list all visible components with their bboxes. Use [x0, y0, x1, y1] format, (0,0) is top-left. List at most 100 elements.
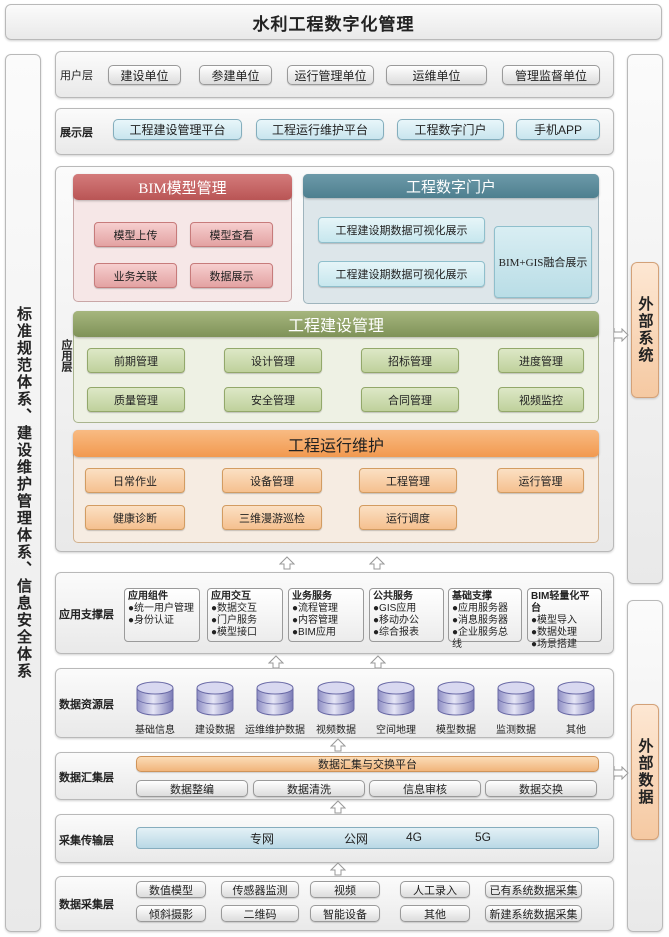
support-group-item: ●门户服务: [211, 615, 258, 626]
display-item: 手机APP: [516, 119, 600, 140]
acq-item: 倾斜摄影: [136, 905, 206, 922]
support-group-item: ●流程管理: [292, 603, 339, 614]
construction-title: 工程建设管理: [287, 318, 384, 335]
support-group-item: ●移动办公: [373, 615, 420, 626]
network-item: 5G: [475, 830, 492, 844]
up-arrow-icon: [370, 655, 386, 669]
support-group-item: ●模型接口: [211, 627, 258, 638]
display-item: 工程数字门户: [397, 119, 504, 140]
construction-item: 安全管理: [224, 387, 322, 412]
database-icon: [195, 681, 235, 717]
up-arrow-icon: [279, 556, 295, 570]
external-system-box: 外部系统: [631, 262, 659, 398]
external-system-label: 外部系统: [636, 296, 654, 364]
support-group-title: 公共服务: [373, 591, 413, 602]
operation-item: 设备管理: [222, 468, 322, 493]
network-item: 公网: [344, 832, 369, 846]
up-arrow-icon: [369, 556, 385, 570]
page-title: 水利工程数字化管理: [252, 14, 415, 34]
support-group-title: 业务服务: [292, 591, 332, 602]
support-group: 基础支撑 ●应用服务器 ●消息服务器 ●企业服务总线: [448, 588, 522, 650]
support-group-item: ●应用服务器: [452, 603, 509, 614]
operation-item: 健康诊断: [85, 505, 185, 530]
support-group-item: ●身份认证: [128, 615, 175, 626]
user-item: 运维单位: [386, 65, 487, 85]
support-group-item: ●GIS应用: [373, 603, 417, 614]
database-icon: [255, 681, 295, 717]
external-data-box: 外部数据: [631, 704, 659, 840]
bim-title: BIM模型管理: [138, 180, 227, 197]
support-group-item: ●数据处理: [531, 627, 578, 638]
construction-header: 工程建设管理: [73, 311, 599, 337]
database-icon: [556, 681, 596, 717]
operation-title: 工程运行维护: [287, 437, 384, 455]
user-item: 运行管理单位: [287, 65, 374, 85]
display-item: 工程运行维护平台: [256, 119, 384, 140]
network-item: 4G: [406, 830, 423, 844]
support-group-item: ●综合报表: [373, 627, 420, 638]
support-group: 应用交互 ●数据交互 ●门户服务 ●模型接口: [207, 588, 283, 642]
database-label: 运维维护数据: [245, 725, 305, 736]
portal-header: 工程数字门户: [303, 174, 599, 198]
collect-item: 信息审核: [369, 780, 481, 797]
database-icon: [316, 681, 356, 717]
construction-item: 前期管理: [87, 348, 185, 373]
database-label: 视频数据: [316, 725, 356, 736]
portal-item: 工程建设期数据可视化展示: [318, 261, 485, 287]
acq-item: 智能设备: [310, 905, 380, 922]
up-arrow-icon: [330, 738, 346, 752]
operation-item: 运行调度: [359, 505, 457, 530]
support-group-title: 应用交互: [211, 591, 251, 602]
support-group-title: 基础支撑: [452, 591, 492, 602]
database-label: 监测数据: [496, 725, 536, 736]
display-item: 工程建设管理平台: [113, 119, 242, 140]
collect-item: 数据清洗: [253, 780, 365, 797]
display-layer-label: 展示层: [60, 127, 93, 139]
support-group-item: ●BIM应用: [292, 627, 336, 638]
database-icon: [135, 681, 175, 717]
collect-item: 数据交换: [485, 780, 597, 797]
database-icon: [496, 681, 536, 717]
support-group: 业务服务 ●流程管理 ●内容管理 ●BIM应用: [288, 588, 364, 642]
app-layer-label: 应用层: [60, 339, 72, 372]
bim-item: 数据展示: [190, 263, 273, 288]
title-bar: 水利工程数字化管理: [5, 4, 662, 40]
support-group-title: BIM轻量化平台: [531, 591, 590, 614]
support-group-item: ●场景搭建: [531, 639, 578, 650]
portal-fusion: BIM+GIS融合展示: [494, 226, 592, 298]
acq-item: 视频: [310, 881, 380, 898]
collect-item: 数据整编: [136, 780, 248, 797]
network-bar: [136, 827, 599, 849]
transmission-label: 采集传输层: [59, 835, 114, 847]
data-resource-label: 数据资源层: [59, 699, 114, 711]
database-label: 基础信息: [135, 725, 175, 736]
user-layer-label: 用户层: [60, 70, 93, 82]
network-item: 专网: [250, 832, 275, 846]
left-standards-column: 标准规范体系、建设维护管理体系、信息安全体系: [5, 54, 41, 932]
portal-item: 工程建设期数据可视化展示: [318, 217, 485, 243]
construction-item: 设计管理: [224, 348, 322, 373]
acq-item: 人工录入: [400, 881, 470, 898]
up-arrow-icon: [330, 800, 346, 814]
bim-item: 业务关联: [94, 263, 177, 288]
bim-item: 模型上传: [94, 222, 177, 247]
acq-item: 新建系统数据采集: [485, 905, 582, 922]
support-group-item: ●统一用户管理: [128, 603, 195, 614]
data-collect-label: 数据汇集层: [59, 772, 114, 784]
acq-item: 其他: [400, 905, 470, 922]
user-item: 管理监督单位: [502, 65, 600, 85]
user-item: 建设单位: [108, 65, 181, 85]
support-group-title: 应用组件: [128, 591, 168, 602]
support-group-item: ●内容管理: [292, 615, 339, 626]
acq-item: 已有系统数据采集: [485, 881, 582, 898]
user-item: 参建单位: [199, 65, 272, 85]
construction-item: 进度管理: [498, 348, 584, 373]
database-icon: [436, 681, 476, 717]
exchange-platform: 数据汇集与交换平台: [136, 756, 599, 772]
database-label: 空间地理: [376, 725, 416, 736]
acq-item: 传感器监测: [221, 881, 299, 898]
acquisition-label: 数据采集层: [59, 899, 114, 911]
bim-header: BIM模型管理: [73, 174, 292, 200]
construction-item: 招标管理: [361, 348, 459, 373]
support-group: BIM轻量化平台 ●模型导入 ●数据处理 ●场景搭建: [527, 588, 602, 650]
